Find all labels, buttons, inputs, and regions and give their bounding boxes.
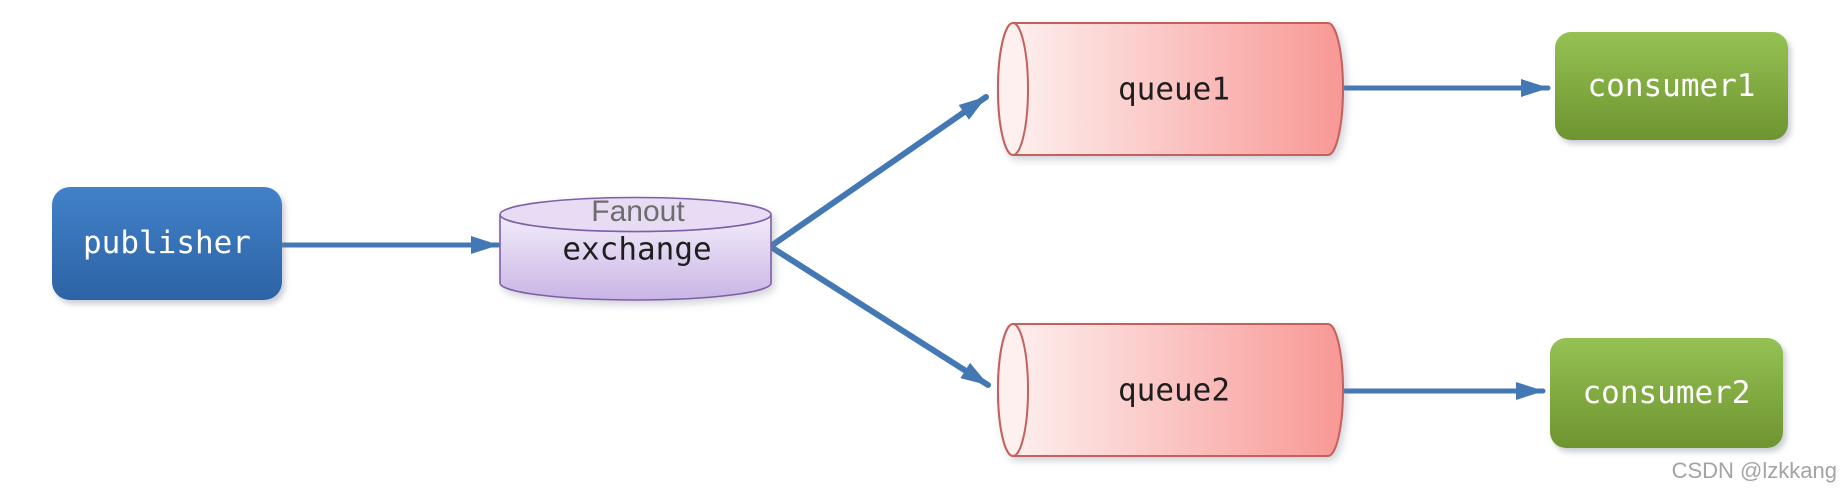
consumer1-label: consumer1 [1587, 67, 1756, 104]
queue1-cylinder-end [997, 22, 1029, 156]
publisher-label: publisher [83, 225, 251, 261]
arrow-exchange-to-queue1 [768, 94, 989, 249]
consumer2-node: consumer2 [1550, 338, 1783, 448]
publisher-node: publisher [52, 187, 282, 300]
exchange-cylinder [499, 196, 772, 301]
exchange-type-label: Fanout [591, 195, 685, 228]
queue2-cylinder [997, 323, 1344, 457]
queue1-label: queue1 [1118, 71, 1230, 108]
arrow-exchange-to-queue2 [768, 244, 991, 388]
edge-arrows [280, 79, 1551, 400]
consumer2-label: consumer2 [1582, 374, 1751, 411]
consumer1-node: consumer1 [1555, 32, 1788, 140]
exchange-label: exchange [562, 231, 712, 268]
exchange-cylinder-top [499, 196, 772, 233]
csdn-watermark: CSDN @lzkkang [1671, 458, 1837, 483]
queue1-cylinder [997, 22, 1344, 156]
queue2-cylinder-end [997, 323, 1029, 457]
queue2-label: queue2 [1118, 372, 1230, 409]
